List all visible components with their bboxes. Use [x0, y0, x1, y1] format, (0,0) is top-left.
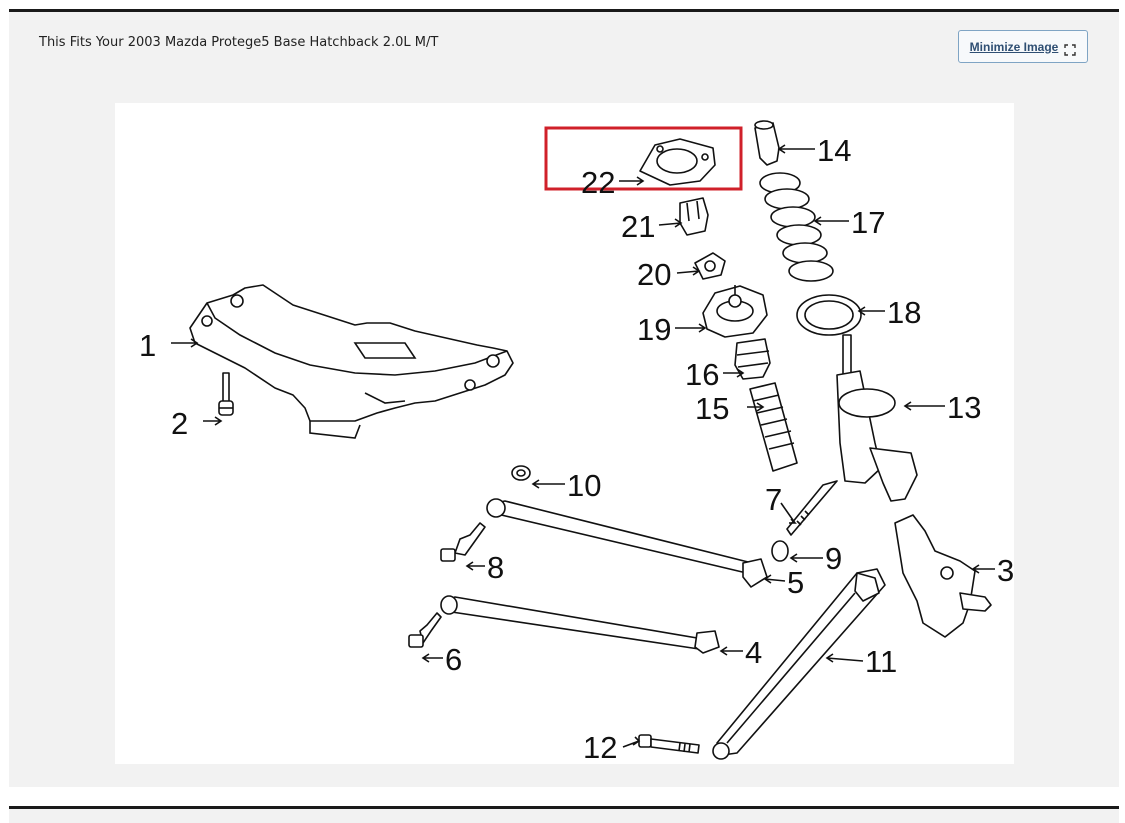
fitment-text: This Fits Your 2003 Mazda Protege5 Base …	[39, 35, 439, 50]
callout-1: 1	[139, 328, 156, 363]
part-11	[712, 568, 886, 760]
callout-20: 20	[637, 257, 671, 292]
callout-10: 10	[567, 468, 601, 503]
callout-4: 4	[745, 635, 762, 670]
bottom-band	[9, 809, 1119, 823]
suspension-diagram[interactable]: 1 2 3 4 5 6 7 8 9 10 11 12 13 14 15 16 1…	[115, 103, 1014, 764]
callout-7: 7	[765, 482, 782, 517]
bottom-divider	[9, 806, 1119, 809]
callout-labels: 1 2 3 4 5 6 7 8 9 10 11 12 13 14 15 16 1…	[139, 133, 1014, 764]
callout-5: 5	[787, 565, 804, 600]
part-13	[836, 334, 918, 502]
part-12	[638, 734, 700, 754]
parts-diagram-panel: This Fits Your 2003 Mazda Protege5 Base …	[9, 12, 1119, 787]
callout-9: 9	[825, 541, 842, 576]
part-16	[734, 338, 771, 380]
part-6	[408, 612, 442, 648]
callout-6: 6	[445, 642, 462, 677]
callout-3: 3	[997, 553, 1014, 588]
callout-2: 2	[171, 406, 188, 441]
callout-21: 21	[621, 209, 655, 244]
callout-17: 17	[851, 205, 885, 240]
part-bolt-2	[218, 372, 234, 416]
callout-11: 11	[865, 644, 897, 679]
callout-19: 19	[637, 312, 671, 347]
part-17	[759, 172, 834, 282]
minimize-image-button[interactable]: Minimize Image	[958, 30, 1088, 63]
part-10	[511, 465, 531, 481]
minimize-image-label: Minimize Image	[969, 39, 1059, 54]
part-18	[796, 294, 862, 336]
part-22	[639, 138, 716, 186]
callout-22: 22	[581, 165, 615, 200]
callout-8: 8	[487, 550, 504, 585]
part-9	[771, 540, 789, 562]
callout-16: 16	[685, 357, 719, 392]
part-5	[486, 498, 768, 588]
part-crossmember	[189, 284, 514, 439]
part-4	[440, 595, 720, 654]
part-14	[754, 120, 780, 166]
top-divider	[9, 9, 1119, 12]
callout-18: 18	[887, 295, 921, 330]
part-8	[440, 522, 486, 562]
callout-13: 13	[947, 390, 981, 425]
suspension-diagram-svg: 1 2 3 4 5 6 7 8 9 10 11 12 13 14 15 16 1…	[139, 120, 1014, 764]
part-20	[694, 252, 726, 280]
expand-icon	[1064, 41, 1077, 56]
highlight-box-22	[544, 126, 743, 191]
callout-arrows	[171, 144, 995, 748]
part-7	[786, 480, 838, 536]
part-3	[894, 514, 992, 638]
callout-14: 14	[817, 133, 851, 168]
callout-15: 15	[695, 391, 729, 426]
part-19	[702, 285, 768, 338]
callout-12: 12	[583, 730, 617, 764]
part-15	[749, 382, 798, 472]
part-21	[679, 197, 709, 236]
